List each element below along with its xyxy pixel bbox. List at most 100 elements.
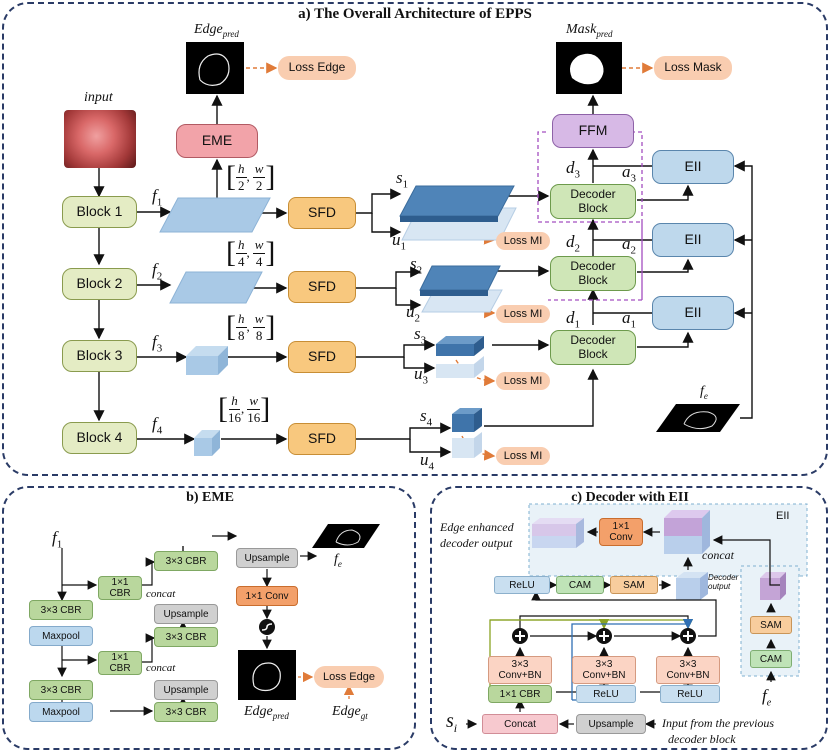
u2-label: u2 [406, 302, 420, 325]
eii-cam: CAM [556, 576, 604, 594]
a2-label: a2 [622, 234, 636, 257]
eii-concat-label: concat [702, 548, 734, 562]
f1-label: f1 [152, 186, 163, 209]
s1-label: s1 [396, 168, 409, 191]
loss-mask: Loss Mask [654, 56, 732, 80]
loss-mi-4: Loss MI [496, 447, 550, 465]
si-label: si [446, 710, 458, 735]
eme-edge-gt-label: Edgegt [332, 704, 368, 721]
f3-label: f3 [152, 332, 163, 355]
eme-box: EME [176, 124, 258, 158]
d3-label: d3 [566, 158, 580, 181]
u4-label: u4 [420, 450, 434, 473]
dec-upsample: Upsample [576, 714, 646, 734]
sfd-2: SFD [288, 271, 356, 303]
s3-label: s3 [414, 324, 427, 347]
u1-label: u1 [392, 230, 406, 253]
sfd-4: SFD [288, 423, 356, 455]
dec-relu-1: ReLU [576, 685, 636, 703]
edge-pred-image [186, 42, 244, 94]
panel-architecture [2, 2, 828, 476]
s4-label: s4 [420, 406, 433, 429]
f4-label: f4 [152, 414, 163, 437]
eme-loss-edge: Loss Edge [314, 666, 384, 688]
panel-c-fe-label: fe [762, 686, 772, 709]
ffm-box: FFM [552, 114, 634, 148]
eme-cbr3-4: 3×3 CBR [154, 627, 218, 647]
eme-cbr3-1: 3×3 CBR [29, 600, 93, 620]
eii-1: EII [652, 296, 734, 330]
panel-decoder-eii [430, 486, 828, 750]
s2-label: s2 [410, 254, 423, 277]
loss-edge-a: Loss Edge [278, 56, 356, 80]
loss-mi-3: Loss MI [496, 372, 550, 390]
a1-label: a1 [622, 308, 636, 331]
f2-label: f2 [152, 260, 163, 283]
dec-relu-2: ReLU [660, 685, 720, 703]
eme-edge-pred-image [238, 650, 296, 700]
input-endoscopy-image [64, 110, 136, 168]
edge-enhanced-label-2: decoder output [440, 536, 513, 550]
dec-cbr1x1: 1×1 CBR [488, 685, 552, 703]
input-label: input [84, 90, 113, 105]
eme-upsample-1: Upsample [154, 604, 218, 624]
eme-f1-label: f1 [52, 528, 63, 551]
mask-pred-image [556, 42, 622, 94]
block-1: Block 1 [62, 196, 137, 228]
eii-relu: ReLU [494, 576, 550, 594]
mask-pred-label: Maskpred [566, 22, 613, 39]
edge-pred-label: Edgepred [194, 22, 239, 39]
block-4: Block 4 [62, 422, 137, 454]
fe-label-a: fe [700, 384, 708, 401]
a3-label: a3 [622, 162, 636, 185]
eme-edge-pred-label: Edgepred [244, 704, 289, 721]
fe-cam: CAM [750, 650, 792, 668]
eme-cbr3-3: 3×3 CBR [154, 551, 218, 571]
block-3: Block 3 [62, 340, 137, 372]
eme-upsample-3: Upsample [236, 548, 298, 568]
edge-enhanced-label-1: Edge enhanced [440, 520, 514, 534]
d1-label: d1 [566, 308, 580, 331]
eme-upsample-2: Upsample [154, 680, 218, 700]
eme-maxpool-2: Maxpool [29, 702, 93, 722]
sfd-1: SFD [288, 197, 356, 229]
eme-conv1x1: 1×1 Conv [236, 586, 298, 606]
eii-tag: EII [776, 510, 790, 522]
eii-sam: SAM [610, 576, 658, 594]
eme-concat-2: concat [146, 662, 176, 674]
feature-map-f1 [159, 197, 271, 233]
eme-cbr3-5: 3×3 CBR [154, 702, 218, 722]
eme-fe-label: fe [334, 552, 342, 569]
loss-mi-1: Loss MI [496, 232, 550, 250]
d2-label: d2 [566, 232, 580, 255]
sfd-3: SFD [288, 341, 356, 373]
panel-c-title: c) Decoder with EII [571, 490, 689, 505]
panel-b-title: b) EME [186, 490, 234, 505]
eme-cbr3-2: 3×3 CBR [29, 680, 93, 700]
eme-maxpool-1: Maxpool [29, 626, 93, 646]
u3-label: u3 [414, 364, 428, 387]
loss-mi-2: Loss MI [496, 305, 550, 323]
eii-3: EII [652, 150, 734, 184]
eme-concat-1: concat [146, 588, 176, 600]
dec-concat-box: Concat [482, 714, 558, 734]
panel-eme [2, 486, 416, 750]
eii-2: EII [652, 223, 734, 257]
panel-a-title: a) The Overall Architecture of EPPS [298, 6, 532, 22]
fe-sam: SAM [750, 616, 792, 634]
block-2: Block 2 [62, 268, 137, 300]
